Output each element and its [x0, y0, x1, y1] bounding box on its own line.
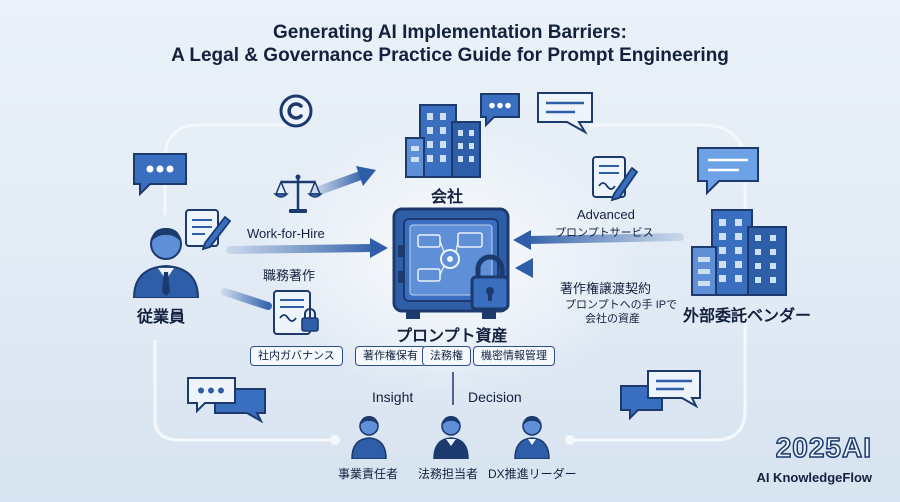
tag-legal-rights: 法務権 [422, 346, 471, 366]
business-owner-avatar-icon [351, 416, 387, 459]
arrow-work-for-hire [226, 244, 376, 254]
diagram-title-line-1: Generating AI Implementation Barriers: [272, 22, 628, 43]
loop-dot [330, 435, 340, 445]
dx-leader-avatar-icon [514, 416, 550, 459]
governance-document-icon [273, 290, 319, 335]
brand-name: AI KnowledgeFlow [756, 470, 872, 485]
employee-avatar-icon [132, 228, 200, 298]
prompt-asset-safe-icon [392, 207, 510, 319]
tag-confidential-info: 機密情報管理 [473, 346, 555, 366]
vendor-building-icon [691, 209, 787, 296]
decision-label: Decision [468, 389, 522, 405]
copyright-transfer-label: 著作権譲渡契約 [560, 281, 652, 296]
company-label: 会社 [431, 189, 464, 206]
vendor-label: 外部委託ベンダー [683, 308, 812, 325]
prompt-asset-label: プロンプト資産 [396, 328, 508, 345]
message-bubble-icon [697, 147, 759, 196]
loop-line-left-bottom [153, 340, 335, 442]
tag-internal-governance: 社内ガバナンス [250, 346, 343, 366]
ip-note-line-2: 会社の資産 [585, 313, 640, 325]
ip-note-line-1: プロンプトへの手 IPで [565, 299, 678, 311]
tag-copyright-ownership: 著作権保有 [355, 346, 426, 366]
arrow-governance [221, 288, 272, 310]
company-building-icon [405, 104, 481, 178]
employee-label: 従業員 [137, 309, 186, 326]
arrow-advanced-service [526, 233, 684, 244]
advanced-service-label: プロンプトサービス [555, 227, 654, 239]
role-business-owner: 事業責任者 [338, 467, 399, 481]
chat-bubble-icon [480, 93, 520, 128]
role-legal-officer: 法務担当者 [418, 467, 479, 481]
work-for-hire-jp-label: 職務著作 [263, 268, 316, 283]
work-for-hire-label: Work-for-Hire [247, 226, 325, 241]
copyright-icon [279, 94, 313, 128]
loop-line-right-bottom [570, 310, 747, 442]
legal-officer-avatar-icon [433, 416, 469, 459]
role-dx-leader: DX推進リーダー [488, 467, 577, 481]
scales-of-justice-icon [273, 174, 323, 213]
signed-contract-icon [592, 156, 639, 202]
advanced-label: Advanced [577, 207, 635, 222]
loop-dot [565, 435, 575, 445]
diagram-title-line-2: A Legal & Governance Practice Guide for … [171, 45, 729, 66]
chat-bubble-icon [133, 153, 187, 197]
chat-bubbles-icon [187, 377, 266, 423]
chat-bubbles-icon [620, 370, 701, 420]
insight-label: Insight [372, 389, 414, 405]
arrow-to-company [310, 170, 367, 197]
brand-year: 2025AI [775, 431, 872, 464]
document-edit-icon [185, 209, 232, 251]
message-bubble-icon [537, 92, 593, 135]
